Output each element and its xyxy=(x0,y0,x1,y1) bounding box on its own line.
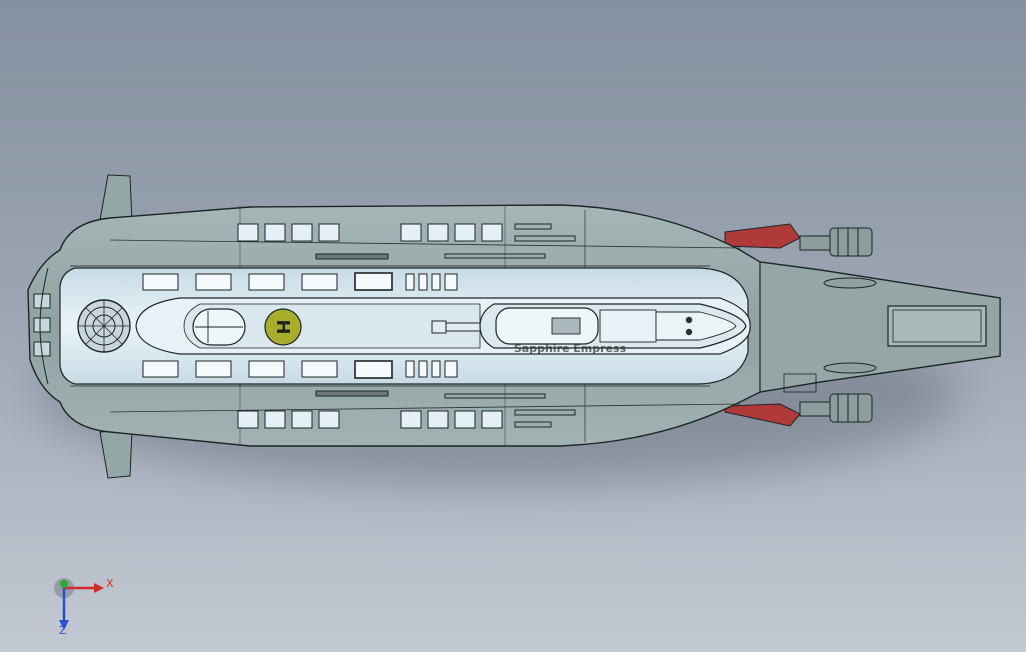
stern-panel xyxy=(783,373,817,393)
stern-hatch xyxy=(887,305,987,347)
deck-window-row-bottom xyxy=(142,360,458,379)
deck-window-row-top xyxy=(142,272,458,291)
axis-triad: X Z xyxy=(54,577,114,636)
z-axis-arrow-icon xyxy=(59,620,69,630)
hull-lettering: Sapphire Empress xyxy=(514,342,627,355)
window-row-top xyxy=(237,223,503,242)
hull-seam xyxy=(109,403,741,413)
bow-fin-bottom xyxy=(99,429,133,479)
rear-fin-top xyxy=(724,223,801,249)
hull-seam xyxy=(109,239,741,249)
tender-boat xyxy=(479,303,747,349)
thruster-bottom xyxy=(799,393,873,423)
sonar-dome-icon xyxy=(77,299,131,353)
z-axis-label: Z xyxy=(59,624,67,636)
helipad-letter: H xyxy=(272,319,293,334)
bow-fin-top xyxy=(99,174,133,223)
window-row-bottom xyxy=(237,410,503,429)
x-axis-label: X xyxy=(106,577,114,590)
bow-ports xyxy=(33,293,51,357)
thruster-pods xyxy=(823,277,877,374)
helipad-icon: H xyxy=(264,308,302,346)
bow-edge xyxy=(39,267,49,385)
hull-vents xyxy=(315,223,576,428)
stern-section xyxy=(759,261,1001,393)
stern-hatch-inner xyxy=(892,309,982,343)
helipad-inner xyxy=(183,303,481,349)
x-axis-arrow-icon xyxy=(94,583,104,593)
periscope-mast xyxy=(431,320,487,334)
thruster-top xyxy=(799,227,873,257)
y-axis-icon xyxy=(60,580,68,588)
